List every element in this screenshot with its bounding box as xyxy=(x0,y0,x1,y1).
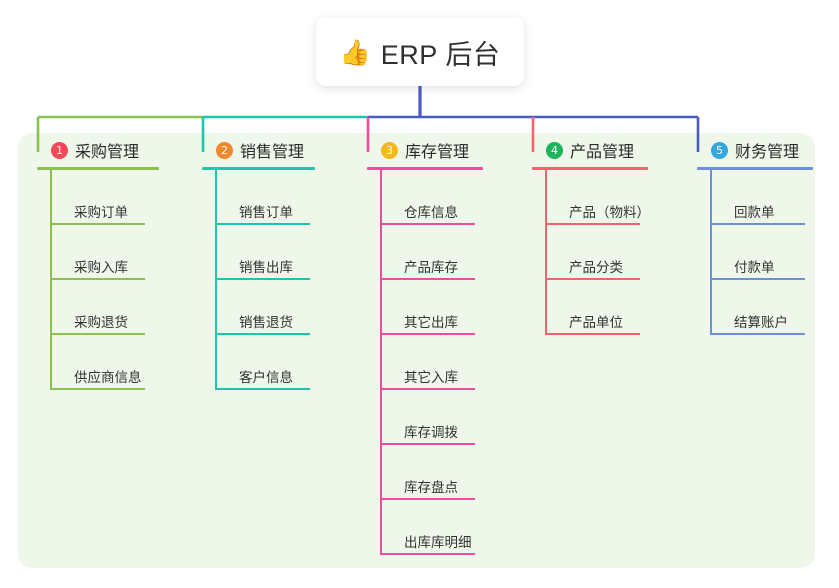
branch-item[interactable]: 产品（物料） xyxy=(545,170,678,225)
branch-item-label: 供应商信息 xyxy=(74,370,142,385)
branch-title: 产品管理 xyxy=(570,144,635,161)
branch-item-label: 其它入库 xyxy=(404,370,458,385)
branch-item-label: 销售退货 xyxy=(239,315,293,330)
branch-item[interactable]: 产品分类 xyxy=(545,225,678,280)
branch-item-underline xyxy=(215,223,310,225)
branch-item-label: 其它出库 xyxy=(404,315,458,330)
branch-item-underline xyxy=(50,278,145,280)
branch-underline xyxy=(37,167,159,170)
branch-number-badge: 3 xyxy=(381,141,398,159)
branch-item[interactable]: 其它入库 xyxy=(380,335,513,390)
branch-item[interactable]: 采购入库 xyxy=(50,225,183,280)
branch-item[interactable]: 其它出库 xyxy=(380,280,513,335)
branch-item[interactable]: 出库库明细 xyxy=(380,500,513,555)
branch-item-list: 销售订单销售出库销售退货客户信息 xyxy=(215,170,348,390)
branch-underline xyxy=(367,167,483,170)
branch-item-label: 回款单 xyxy=(734,205,775,220)
branch-column-3: 3 库存管理仓库信息产品库存其它出库其它入库库存调拨库存盘点出库库明细 xyxy=(348,133,513,568)
branch-header-2[interactable]: 2 销售管理 xyxy=(202,133,348,167)
branch-item-label: 客户信息 xyxy=(239,370,293,385)
branch-item-underline xyxy=(380,388,475,390)
branch-item-label: 产品（物料） xyxy=(569,205,650,220)
branch-item-label: 采购退货 xyxy=(74,315,128,330)
branch-item-underline xyxy=(710,278,805,280)
branch-item-list: 采购订单采购入库采购退货供应商信息 xyxy=(50,170,183,390)
branch-item[interactable]: 产品单位 xyxy=(545,280,678,335)
branch-item[interactable]: 销售订单 xyxy=(215,170,348,225)
branch-item[interactable]: 库存盘点 xyxy=(380,445,513,500)
branch-item-underline xyxy=(215,278,310,280)
branch-item-label: 采购入库 xyxy=(74,260,128,275)
branch-item-label: 库存盘点 xyxy=(404,480,458,495)
branch-title: 库存管理 xyxy=(405,144,470,161)
branch-item-label: 出库库明细 xyxy=(404,535,472,550)
branch-number-badge: 2 xyxy=(216,141,233,159)
branch-column-2: 2 销售管理销售订单销售出库销售退货客户信息 xyxy=(183,133,348,568)
branch-item-label: 付款单 xyxy=(734,260,775,275)
branch-item-underline xyxy=(545,333,640,335)
branch-title: 财务管理 xyxy=(735,144,800,161)
branch-item[interactable]: 付款单 xyxy=(710,225,839,280)
branch-item-list: 产品（物料） 产品分类产品单位 xyxy=(545,170,678,335)
branch-item-label: 产品分类 xyxy=(569,260,623,275)
branch-item-label: 销售订单 xyxy=(239,205,293,220)
branch-item[interactable]: 仓库信息 xyxy=(380,170,513,225)
branch-item-label: 产品库存 xyxy=(404,260,458,275)
branch-title: 采购管理 xyxy=(75,144,140,161)
branch-item-label: 结算账户 xyxy=(734,315,788,330)
branch-item[interactable]: 采购订单 xyxy=(50,170,183,225)
branch-item-underline xyxy=(710,223,805,225)
branch-item[interactable]: 供应商信息 xyxy=(50,335,183,390)
branch-item-underline xyxy=(380,553,475,555)
branch-header-5[interactable]: 5 财务管理 xyxy=(697,133,839,167)
branch-item-label: 库存调拨 xyxy=(404,425,458,440)
branches-panel xyxy=(18,133,815,568)
branch-item-underline xyxy=(545,223,640,225)
branch-title: 销售管理 xyxy=(240,144,305,161)
branch-item-underline xyxy=(50,388,145,390)
branch-item-label: 销售出库 xyxy=(239,260,293,275)
thumbs-up-icon: 👍 xyxy=(339,38,371,67)
branch-number-badge: 1 xyxy=(51,141,68,159)
branch-column-4: 4 产品管理产品（物料） 产品分类产品单位 xyxy=(513,133,678,568)
branch-item-underline xyxy=(215,333,310,335)
branch-item[interactable]: 产品库存 xyxy=(380,225,513,280)
branch-item[interactable]: 库存调拨 xyxy=(380,390,513,445)
branch-header-3[interactable]: 3 库存管理 xyxy=(367,133,513,167)
branch-item-underline xyxy=(380,443,475,445)
branch-item-underline xyxy=(380,498,475,500)
branch-header-4[interactable]: 4 产品管理 xyxy=(532,133,678,167)
branch-item[interactable]: 结算账户 xyxy=(710,280,839,335)
branch-item[interactable]: 客户信息 xyxy=(215,335,348,390)
branch-item[interactable]: 采购退货 xyxy=(50,280,183,335)
branch-item-underline xyxy=(380,278,475,280)
branch-item-underline xyxy=(545,278,640,280)
branch-item-underline xyxy=(380,333,475,335)
root-title: ERP 后台 xyxy=(380,39,501,70)
branch-item[interactable]: 回款单 xyxy=(710,170,839,225)
branch-item[interactable]: 销售出库 xyxy=(215,225,348,280)
branch-underline xyxy=(532,167,648,170)
branch-header-1[interactable]: 1 采购管理 xyxy=(37,133,183,167)
branch-item[interactable]: 销售退货 xyxy=(215,280,348,335)
branch-column-1: 1 采购管理采购订单采购入库采购退货供应商信息 xyxy=(18,133,183,568)
branch-item-label: 仓库信息 xyxy=(404,205,458,220)
branch-item-underline xyxy=(710,333,805,335)
branch-underline xyxy=(202,167,315,170)
branch-item-list: 仓库信息产品库存其它出库其它入库库存调拨库存盘点出库库明细 xyxy=(380,170,513,555)
branch-item-list: 回款单付款单结算账户 xyxy=(710,170,839,335)
branch-column-5: 5 财务管理回款单付款单结算账户 xyxy=(678,133,839,568)
branch-number-badge: 5 xyxy=(711,141,728,159)
branch-item-underline xyxy=(215,388,310,390)
branch-number-badge: 4 xyxy=(546,141,563,159)
branch-item-underline xyxy=(50,333,145,335)
branch-underline xyxy=(697,167,813,170)
branch-item-underline xyxy=(50,223,145,225)
root-node[interactable]: 👍 ERP 后台 xyxy=(316,18,524,86)
branch-item-underline xyxy=(380,223,475,225)
branch-columns: 1 采购管理采购订单采购入库采购退货供应商信息 2 销售管理销售订单销售出库销售退货客… xyxy=(18,133,815,568)
branch-item-label: 采购订单 xyxy=(74,205,128,220)
branch-item-label: 产品单位 xyxy=(569,315,623,330)
